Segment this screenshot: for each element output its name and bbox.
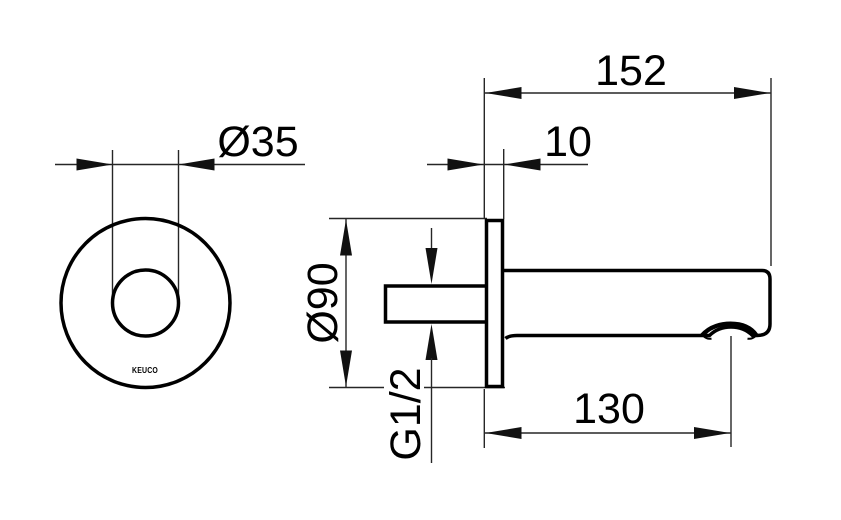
- side-view: 152 10 Ø90: [299, 47, 772, 470]
- thread-pipe: [383, 284, 487, 324]
- aerator-lip-detail: [702, 335, 757, 340]
- dimension-label-escutcheon-depth: 10: [544, 118, 592, 166]
- label-backdrop: [384, 356, 424, 470]
- aerator-outlet-detail: [700, 321, 759, 338]
- arrowhead-up-icon: [425, 324, 438, 360]
- dimension-label-total-projection: 152: [595, 47, 667, 95]
- dimension-label-outlet-projection: 130: [573, 385, 645, 433]
- arrowhead-right-icon: [76, 158, 113, 171]
- arrowhead-left-icon: [178, 158, 215, 171]
- arrowhead-right-icon: [694, 427, 730, 439]
- dimension-label-thread-size: G1/2: [382, 367, 430, 460]
- escutcheon-plate: [484, 218, 505, 389]
- spout-body: [502, 268, 772, 340]
- dimension-label-spout-diameter: Ø35: [217, 118, 298, 166]
- dimension-escutcheon-diameter: Ø90: [299, 219, 352, 387]
- arrowhead-down-icon: [340, 350, 352, 387]
- arrowhead-left-icon: [485, 87, 522, 99]
- dimension-total-projection: 152: [483, 47, 772, 266]
- dimension-label-escutcheon-diameter: Ø90: [299, 262, 347, 343]
- dimension-outlet-projection: 130: [483, 336, 732, 448]
- arrowhead-left-icon: [485, 427, 522, 439]
- escutcheon-front-circle: [59, 216, 232, 390]
- front-view: Ø35 KEUCO: [55, 118, 305, 390]
- arrowhead-down-icon: [425, 248, 438, 284]
- dimension-thread-size: G1/2: [382, 228, 438, 470]
- spout-front-circle: [110, 268, 181, 338]
- arrowhead-right-icon: [447, 158, 484, 171]
- arrowhead-left-icon: [504, 158, 541, 171]
- dimension-escutcheon-depth: 10: [427, 118, 592, 219]
- dimension-spout-diameter: Ø35: [55, 118, 305, 299]
- brand-logo-text: KEUCO: [132, 366, 158, 375]
- arrowhead-up-icon: [340, 219, 352, 256]
- arrowhead-right-icon: [734, 87, 770, 99]
